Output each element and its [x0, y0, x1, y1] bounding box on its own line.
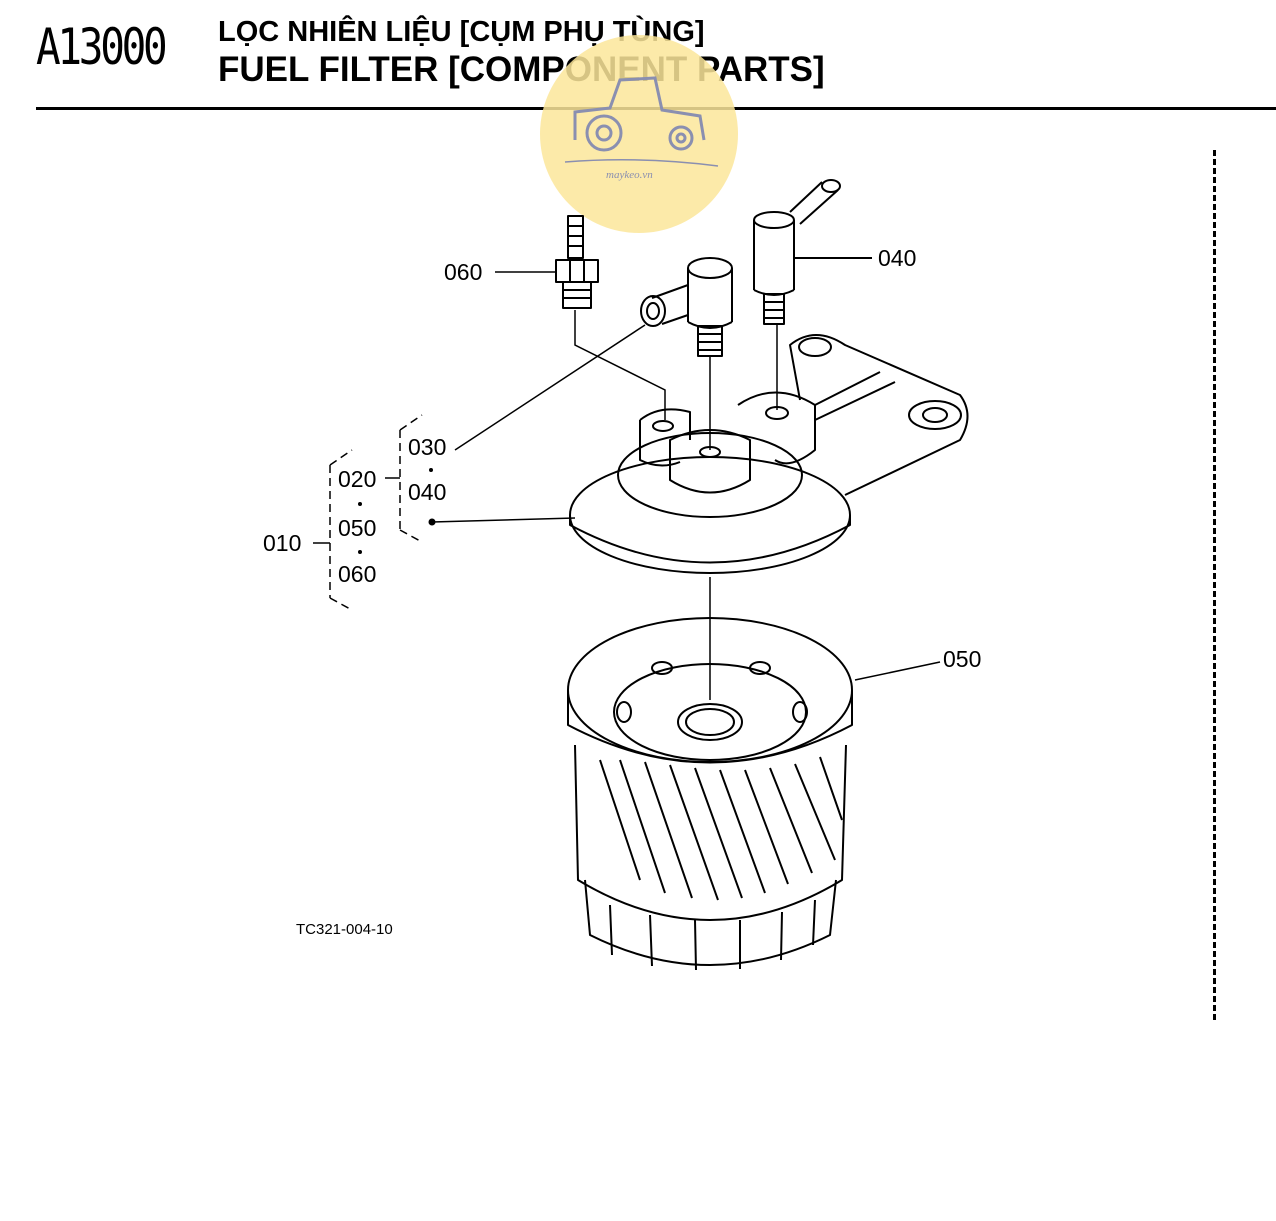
leader-dot — [428, 518, 436, 526]
part-040-vent-plug — [753, 179, 872, 325]
leader-lines — [313, 271, 941, 700]
tractor-icon — [564, 76, 719, 167]
callout-010: 010 — [263, 530, 301, 556]
section-code: A13000 — [36, 18, 168, 76]
list-dot — [429, 468, 433, 472]
callout-050-group: 050 — [338, 515, 376, 541]
figure-reference: TC321-004-10 — [296, 921, 393, 938]
page-dashed-border — [1213, 150, 1216, 1020]
watermark: maykeo.vn — [540, 35, 738, 233]
callout-050: 050 — [943, 646, 981, 672]
filter-head — [569, 334, 969, 574]
list-dot — [358, 502, 362, 506]
callout-060: 060 — [444, 259, 482, 285]
callout-060-group: 060 — [338, 561, 376, 587]
list-dot — [358, 550, 362, 554]
callout-040: 040 — [878, 245, 916, 271]
page-title-english: FUEL FILTER [COMPONENT PARTS] — [218, 50, 825, 89]
callout-040-group: 040 — [408, 479, 446, 505]
watermark-text: maykeo.vn — [606, 169, 653, 181]
callout-020: 020 — [338, 466, 376, 492]
part-030-elbow-fitting — [640, 257, 733, 357]
part-060-hose-nipple — [555, 215, 599, 309]
callout-030: 030 — [408, 434, 446, 460]
watermark-circle — [540, 35, 738, 233]
